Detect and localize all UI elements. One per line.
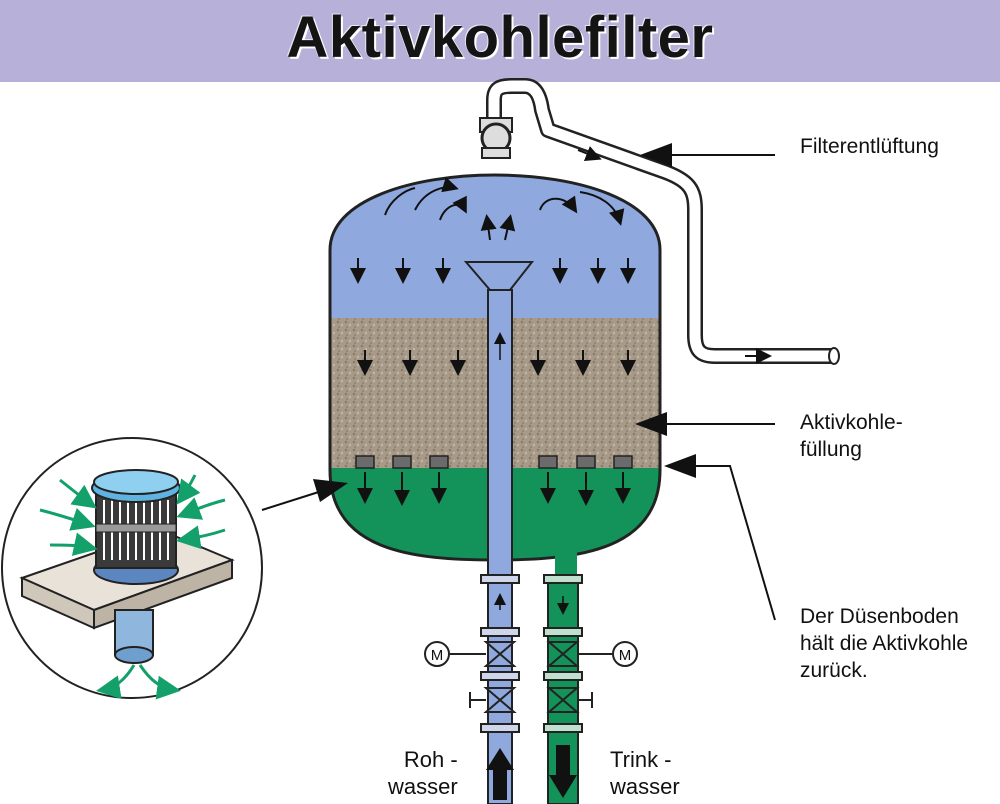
nozzle-floor: [355, 455, 633, 506]
pointer-vent: [640, 143, 775, 167]
label-drinking-water: Trink - wasser: [610, 746, 680, 800]
motor-valve-right: [546, 641, 638, 713]
label-vent-text: Filterentlüftung: [800, 135, 939, 158]
title-banner: [0, 0, 1000, 82]
label-filling-line-1: Aktivkohle-: [800, 411, 903, 434]
nozzle: [392, 455, 412, 506]
vent-valve: [479, 117, 513, 159]
label-nozzle-line-1: Der Düsenboden: [800, 605, 959, 628]
label-filling-line-2: füllung: [800, 438, 862, 461]
label-carbon-filling: Aktivkohle- füllung: [800, 409, 903, 463]
label-vent: Filterentlüftung: [800, 133, 939, 160]
motor-label-right: M: [619, 647, 632, 664]
nozzle: [538, 455, 558, 504]
diagram-title: Aktivkohlefilter: [286, 5, 714, 70]
label-nozzle-floor: Der Düsenboden hält die Aktivkohle zurüc…: [800, 603, 968, 684]
motor-valve-left: [424, 641, 517, 713]
label-raw-water-line-2: wasser: [388, 774, 458, 799]
label-raw-water: Roh - wasser: [388, 746, 458, 800]
riser-pipe: [463, 261, 535, 804]
nozzle: [355, 455, 375, 504]
nozzle-detail-view: [1, 437, 263, 700]
tank-flow-arrows: [350, 176, 636, 376]
label-raw-water-line-1: Roh -: [403, 747, 458, 772]
nozzle: [576, 455, 596, 506]
vent-pipe: [486, 78, 840, 365]
label-drinking-water-line-1: Trink -: [610, 747, 672, 772]
nozzle: [429, 455, 449, 504]
pipe-flanges: [480, 574, 583, 733]
pointer-filling: [635, 412, 775, 436]
label-drinking-water-line-2: wasser: [610, 774, 680, 799]
motor-label-left: M: [431, 647, 444, 664]
pointer-nozzle-floor: [664, 454, 776, 621]
label-nozzle-line-2: hält die Aktivkohle: [800, 632, 969, 655]
pipe-flow-arrows: [486, 593, 577, 800]
pointer-detail: [261, 479, 348, 511]
nozzle: [613, 455, 633, 504]
label-nozzle-line-3: zurück.: [800, 659, 868, 682]
